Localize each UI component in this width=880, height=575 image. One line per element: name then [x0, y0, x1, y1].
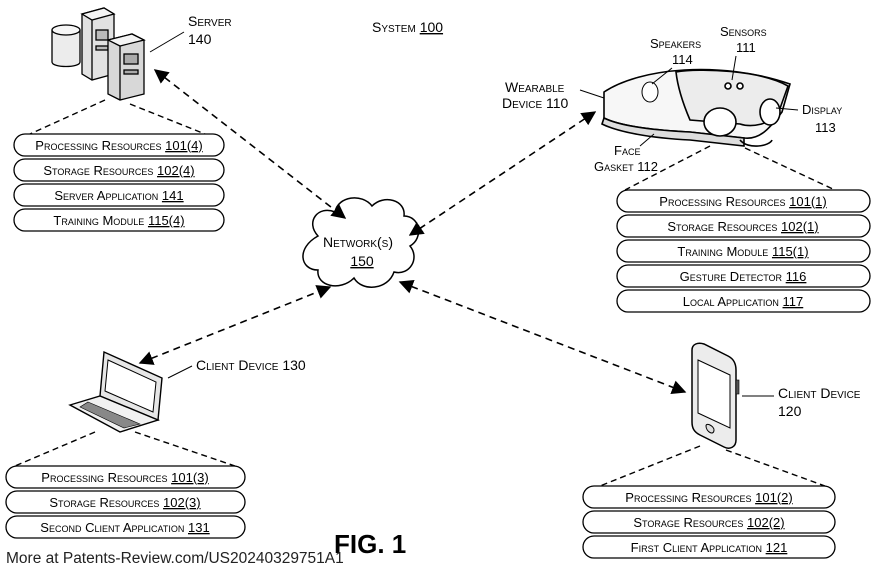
server-label: Server — [188, 13, 232, 29]
laptop-icon — [68, 350, 163, 433]
server-component-processing: Processing Resources 101(4) — [13, 133, 225, 157]
server-components: Processing Resources 101(4) Storage Reso… — [13, 133, 225, 232]
server-icon — [51, 7, 146, 101]
client130-components: Processing Resources 101(3) Storage Reso… — [5, 465, 246, 539]
sensors-leader — [731, 55, 737, 81]
svg-text:Local Application 117: Local Application 117 — [683, 294, 804, 309]
headset-icon — [601, 68, 791, 147]
client130-leader — [167, 365, 193, 379]
wearable-component-gesture: Gesture Detector 116 — [616, 264, 871, 288]
sensors-label: Sensors — [720, 24, 767, 39]
wearable-component-training: Training Module 115(1) — [616, 239, 871, 263]
wearable-tie-lines — [624, 145, 836, 191]
server-component-application: Server Application 141 — [13, 183, 225, 207]
client130-component-processing: Processing Resources 101(3) — [5, 465, 246, 489]
server-leader-line — [149, 31, 185, 53]
client120-label: Client Device — [778, 385, 861, 401]
wearable-component-storage: Storage Resources 102(1) — [616, 214, 871, 238]
wearable-label-line1: Wearable — [505, 79, 565, 95]
wearable-leader — [579, 89, 605, 99]
sensors-ref: 111 — [736, 40, 756, 55]
connection-arrows — [138, 69, 687, 395]
speakers-label: Speakers — [650, 36, 701, 51]
svg-text:Storage Resources 102(2): Storage Resources 102(2) — [633, 515, 784, 530]
arrow-phone-network — [398, 279, 687, 395]
network-label: Network(s) — [323, 234, 393, 250]
client120-tie-lines — [599, 445, 826, 487]
svg-text:Storage Resources 102(3): Storage Resources 102(3) — [49, 495, 200, 510]
svg-text:Storage Resources 102(1): Storage Resources 102(1) — [667, 219, 818, 234]
client130-label: Client Device 130 — [196, 357, 306, 373]
svg-text:Storage Resources 102(4): Storage Resources 102(4) — [43, 163, 194, 178]
network-ref: 150 — [350, 253, 374, 269]
arrow-wearable-network — [408, 111, 597, 236]
client120-component-first-app: First Client Application 121 — [582, 535, 836, 559]
wearable-label-line2: Device 110 — [502, 95, 569, 111]
client130-tie-lines — [14, 431, 236, 467]
svg-text:First Client Application 121: First Client Application 121 — [631, 540, 788, 555]
svg-text:Training Module 115(1): Training Module 115(1) — [677, 244, 808, 259]
face-gasket-label-line1: Face — [614, 143, 640, 158]
svg-text:Processing Resources 101(1): Processing Resources 101(1) — [659, 194, 826, 209]
display-leader — [775, 107, 799, 111]
display-ref: 113 — [815, 120, 836, 135]
client120-component-processing: Processing Resources 101(2) — [582, 485, 836, 509]
svg-text:Second Client Application 131: Second Client Application 131 — [40, 520, 209, 535]
face-gasket-leader — [639, 133, 655, 147]
svg-text:Processing Resources 101(3): Processing Resources 101(3) — [41, 470, 208, 485]
source-footer: More at Patents-Review.com/US20240329751… — [6, 550, 344, 567]
client120-component-storage: Storage Resources 102(2) — [582, 510, 836, 534]
wearable-component-local-app: Local Application 117 — [616, 289, 871, 313]
speakers-ref: 114 — [672, 52, 693, 67]
server-ref: 140 — [188, 31, 212, 47]
svg-text:Processing Resources 101(4): Processing Resources 101(4) — [35, 138, 202, 153]
svg-text:Server Application 141: Server Application 141 — [54, 188, 183, 203]
system-title: System 100 — [372, 19, 443, 35]
svg-text:Processing Resources 101(2): Processing Resources 101(2) — [625, 490, 792, 505]
svg-text:Gesture Detector 116: Gesture Detector 116 — [680, 269, 807, 284]
server-tie-lines — [29, 99, 206, 135]
display-label: Display — [802, 102, 842, 117]
wearable-components: Processing Resources 101(1) Storage Reso… — [616, 189, 871, 313]
smartphone-icon — [691, 342, 740, 449]
arrow-laptop-network — [138, 285, 332, 365]
speakers-leader — [651, 67, 673, 85]
client120-components: Processing Resources 101(2) Storage Reso… — [582, 485, 836, 559]
server-component-training: Training Module 115(4) — [13, 208, 225, 232]
server-component-storage: Storage Resources 102(4) — [13, 158, 225, 182]
network-cloud: Network(s) 150 — [302, 197, 420, 288]
wearable-component-processing: Processing Resources 101(1) — [616, 189, 871, 213]
figure-label: FIG. 1 — [334, 529, 406, 559]
client130-component-second-app: Second Client Application 131 — [5, 515, 246, 539]
client130-component-storage: Storage Resources 102(3) — [5, 490, 246, 514]
arrow-server-network — [153, 69, 347, 219]
svg-text:Training Module 115(4): Training Module 115(4) — [53, 213, 184, 228]
face-gasket-label-line2: Gasket 112 — [594, 159, 658, 174]
client120-ref: 120 — [778, 403, 802, 419]
